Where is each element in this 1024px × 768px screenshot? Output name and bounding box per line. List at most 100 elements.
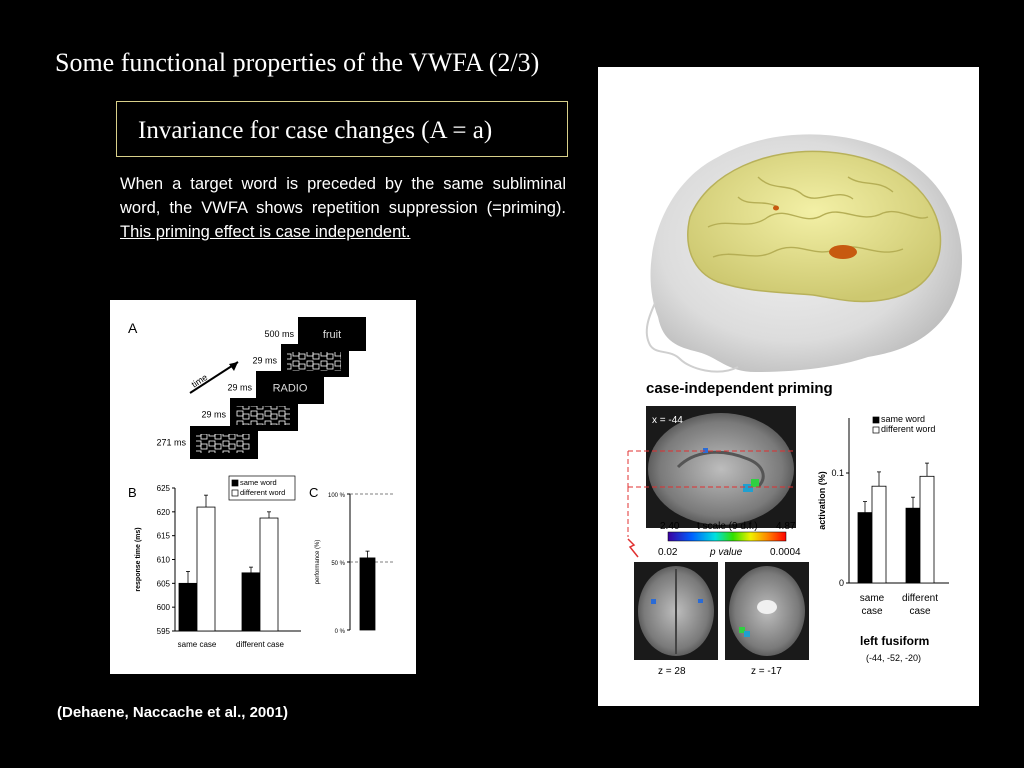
act-chart-legend-label-1: different word	[881, 424, 935, 434]
rt-chart-legend-label-1: different word	[240, 488, 285, 497]
panel-c-label: C	[309, 485, 318, 500]
act-chart-legend-swatch-1	[872, 426, 880, 434]
p-max: 0.0004	[770, 547, 801, 558]
slide-subtitle: Invariance for case changes (A = a)	[138, 117, 493, 144]
body-text-underlined: This priming effect is case independent.	[120, 223, 411, 241]
sagittal-label: x = -44	[652, 415, 683, 426]
frame-mask-3	[236, 406, 290, 425]
sagittal-brain	[648, 413, 794, 525]
rt-chart-category-1-0: different case	[236, 640, 284, 649]
axial-slice-2	[725, 562, 809, 660]
act-chart-category-1-0: different	[902, 593, 938, 604]
perf-chart-tick-label-2: 0 %	[335, 629, 346, 635]
perf-chart: 100 % 50 % 0 % performance (%)	[315, 493, 394, 635]
frame-mask-1	[287, 352, 341, 371]
axial1-activation-right	[698, 599, 703, 603]
t-scale-max: 4.87	[776, 521, 796, 532]
perf-chart-tick-label-1: 50 %	[331, 561, 345, 567]
rt-chart-legend-label-0: same word	[240, 478, 277, 487]
citation: (Dehaene, Naccache et al., 2001)	[57, 704, 288, 721]
axial2-activation-1	[739, 627, 745, 633]
frame-duration-0: 500 ms	[264, 329, 294, 339]
rt-chart-bar-1-0	[241, 572, 261, 632]
activation-blob-large	[829, 245, 857, 259]
act-chart-category-0-1: case	[861, 606, 883, 617]
panel-a-label: A	[128, 320, 138, 336]
frame-duration-1: 29 ms	[252, 356, 277, 366]
act-chart-bar-1-0	[905, 507, 921, 584]
act-chart-ylabel: activation (%)	[817, 471, 827, 530]
sagittal-activation-2	[743, 484, 753, 492]
rt-chart-legend-swatch-0	[231, 479, 239, 487]
act-chart-legend-label-0: same word	[881, 414, 925, 424]
t-scale-label: t scale (9 d.f.)	[697, 521, 758, 532]
p-label: p value	[709, 547, 743, 558]
frame-word-2: RADIO	[273, 383, 308, 395]
face-contour	[645, 296, 739, 373]
rt-chart: 625 620 615 610 605 600 595 response time (ms) s…	[135, 475, 301, 649]
act-chart-tick-label-0: 0.1	[831, 468, 844, 478]
brain-gyri	[707, 176, 929, 258]
brain-surface	[687, 150, 942, 303]
region-coords: (-44, -52, -20)	[866, 653, 921, 663]
axial2-activation-2	[744, 631, 750, 637]
rt-chart-tick-label-5: 600	[157, 603, 171, 612]
rt-chart-bar-0-0	[178, 582, 198, 632]
act-chart-category-1-1: case	[909, 606, 931, 617]
frame-duration-2: 29 ms	[227, 383, 252, 393]
act-chart-legend-swatch-0	[872, 416, 880, 424]
brain-caption: case-independent priming	[646, 380, 833, 397]
rt-chart-tick-label-4: 605	[157, 579, 171, 588]
rt-chart-legend-box	[228, 475, 296, 501]
activation-chart: 0.1 0 activation (%) same case different case s…	[817, 414, 949, 617]
axial2-label: z = -17	[751, 666, 782, 677]
rt-chart-tick-label-6: 595	[157, 627, 171, 636]
panel-b-label: B	[128, 485, 137, 500]
rt-chart-ylabel: response time (ms)	[135, 527, 142, 591]
region-label: left fusiform	[860, 634, 929, 648]
body-text: When a target word is preceded by the sa…	[120, 172, 566, 244]
frame-mask-4	[196, 434, 250, 453]
body-text-plain: When a target word is preceded by the sa…	[120, 175, 566, 217]
time-arrow	[189, 361, 239, 394]
perf-chart-tick-label-0: 100 %	[328, 493, 346, 499]
rt-chart-bar-0-1	[196, 506, 216, 632]
axial2-ventricle	[757, 600, 777, 614]
act-chart-category-0-0: same	[860, 593, 885, 604]
perf-chart-bar-0-0	[359, 557, 376, 631]
sagittal-activation-3	[751, 479, 759, 487]
t-color-bar	[667, 531, 787, 542]
slide-title: Some functional properties of the VWFA (…	[55, 48, 540, 77]
perf-chart-ylabel: performance (%)	[315, 540, 321, 585]
rt-chart-tick-label-0: 625	[157, 484, 171, 493]
t-scale-min: 2.40	[660, 521, 680, 532]
subtitle-box	[116, 101, 568, 157]
rt-chart-category-0-0: same case	[178, 640, 217, 649]
rt-chart-tick-label-2: 615	[157, 532, 171, 541]
guide-zigzag	[627, 538, 639, 558]
head-render	[645, 134, 962, 373]
frame-duration-3: 29 ms	[201, 410, 226, 420]
panel-a-frames: fruit 500 ms 29 ms RADIO 29 ms 29 ms 271 ms	[156, 317, 366, 459]
act-chart-tick-label-1: 0	[839, 578, 844, 588]
rt-chart-tick-label-1: 620	[157, 508, 171, 517]
right-figure-svg: case-independent priming x = -44 2.40 t …	[627, 134, 962, 677]
frame-duration-4: 271 ms	[156, 438, 186, 448]
act-chart-bar-1-1	[919, 475, 935, 584]
act-chart-bar-0-1	[871, 485, 887, 584]
rt-chart-bar-1-1	[259, 517, 279, 632]
right-figure: case-independent priming x = -44 2.40 t …	[598, 67, 979, 706]
axial-slice-1	[634, 562, 718, 660]
time-arrow-head	[229, 362, 238, 371]
sagittal-slice: x = -44	[646, 406, 796, 528]
act-chart-bar-0-0	[857, 512, 873, 584]
frame-word-0: fruit	[323, 329, 341, 341]
axial1-label: z = 28	[658, 666, 686, 677]
activation-blob-small	[773, 205, 779, 211]
sagittal-activation-1	[703, 448, 708, 453]
p-min: 0.02	[658, 547, 678, 558]
rt-chart-legend-swatch-1	[231, 489, 239, 497]
rt-chart-tick-label-3: 610	[157, 556, 171, 565]
